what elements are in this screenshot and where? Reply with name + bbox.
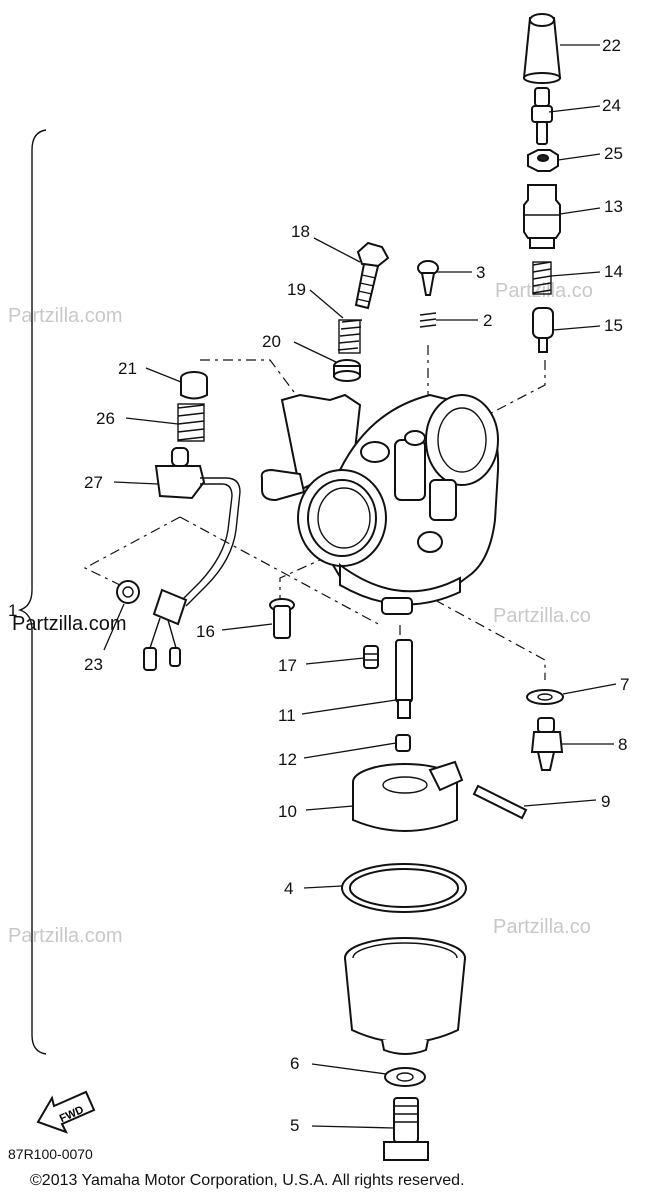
part-5-drain-bolt bbox=[383, 1097, 429, 1161]
part-3-pilot-screw bbox=[417, 260, 439, 296]
part-13-starter-body bbox=[523, 184, 561, 249]
callout-17: 17 bbox=[278, 656, 297, 675]
callout-4: 4 bbox=[284, 879, 293, 898]
part-17-jet bbox=[363, 645, 379, 669]
callout-27: 27 bbox=[84, 473, 103, 492]
part-24-plunger bbox=[531, 87, 553, 145]
part-23-grommet bbox=[116, 580, 140, 604]
float-bowl bbox=[344, 937, 466, 1055]
part-22-cap bbox=[522, 13, 562, 84]
callout-12: 12 bbox=[278, 750, 297, 769]
part-10-float bbox=[352, 760, 464, 832]
callout-24: 24 bbox=[602, 96, 621, 115]
callout-2: 2 bbox=[483, 311, 492, 330]
copyright-notice: ©2013 Yamaha Motor Corporation, U.S.A. A… bbox=[30, 1172, 465, 1189]
callout-23: 23 bbox=[84, 655, 103, 674]
part-27-sensor-wire bbox=[143, 447, 241, 671]
diagram-code: 87R100-0070 bbox=[8, 1146, 93, 1162]
part-2-spring bbox=[419, 312, 437, 328]
callout-26: 26 bbox=[96, 409, 115, 428]
callout-6: 6 bbox=[290, 1054, 299, 1073]
callout-9: 9 bbox=[601, 792, 610, 811]
callout-7: 7 bbox=[620, 675, 629, 694]
carburetor-body bbox=[260, 393, 500, 615]
part-19-spring bbox=[337, 319, 363, 354]
callout-3: 3 bbox=[476, 263, 485, 282]
callout-21: 21 bbox=[118, 359, 137, 378]
watermark-right-mid: Partzilla.co bbox=[493, 605, 591, 627]
part-20-washer bbox=[333, 359, 361, 382]
part-14-spring bbox=[532, 261, 552, 295]
callout-13: 13 bbox=[604, 197, 623, 216]
part-11-needle-jet bbox=[395, 639, 413, 719]
part-15-plunger-tip bbox=[532, 307, 554, 353]
callout-8: 8 bbox=[618, 735, 627, 754]
part-26-spring bbox=[177, 403, 205, 442]
part-16-screw bbox=[269, 598, 295, 639]
watermark-inline: Partzilla.com bbox=[12, 613, 126, 635]
callout-1: 1 bbox=[8, 601, 17, 620]
callout-5: 5 bbox=[290, 1116, 299, 1135]
assembly-bracket: 1 bbox=[8, 129, 47, 1055]
part-6-washer bbox=[384, 1067, 426, 1087]
part-4-gasket bbox=[341, 863, 467, 913]
watermarks: Partzilla.com Partzilla.co Partzilla.co … bbox=[8, 280, 593, 947]
watermark-right-bottom: Partzilla.co bbox=[493, 916, 591, 938]
part-21-cap bbox=[180, 371, 208, 400]
part-8-needle-valve bbox=[530, 717, 564, 771]
callouts: 22 24 25 13 14 15 18 19 20 3 2 21 26 27 … bbox=[84, 36, 629, 1135]
callout-16: 16 bbox=[196, 622, 215, 641]
part-18-screw bbox=[354, 241, 390, 310]
callout-14: 14 bbox=[604, 262, 623, 281]
callout-11: 11 bbox=[278, 706, 296, 725]
part-9-pin bbox=[472, 784, 528, 820]
alignment-lines bbox=[83, 345, 546, 680]
watermark-left-bottom: Partzilla.com bbox=[8, 925, 122, 947]
part-7-washer bbox=[526, 689, 564, 705]
callout-10: 10 bbox=[278, 802, 297, 821]
callout-25: 25 bbox=[604, 144, 623, 163]
callout-18: 18 bbox=[291, 222, 310, 241]
callout-20: 20 bbox=[262, 332, 281, 351]
part-12-main-jet bbox=[395, 734, 411, 752]
callout-19: 19 bbox=[287, 280, 306, 299]
watermark-left-top: Partzilla.com bbox=[8, 305, 122, 327]
callout-22: 22 bbox=[602, 36, 621, 55]
part-25-nut bbox=[527, 149, 559, 172]
callout-15: 15 bbox=[604, 316, 623, 335]
fwd-arrow: FWD bbox=[36, 1090, 96, 1134]
